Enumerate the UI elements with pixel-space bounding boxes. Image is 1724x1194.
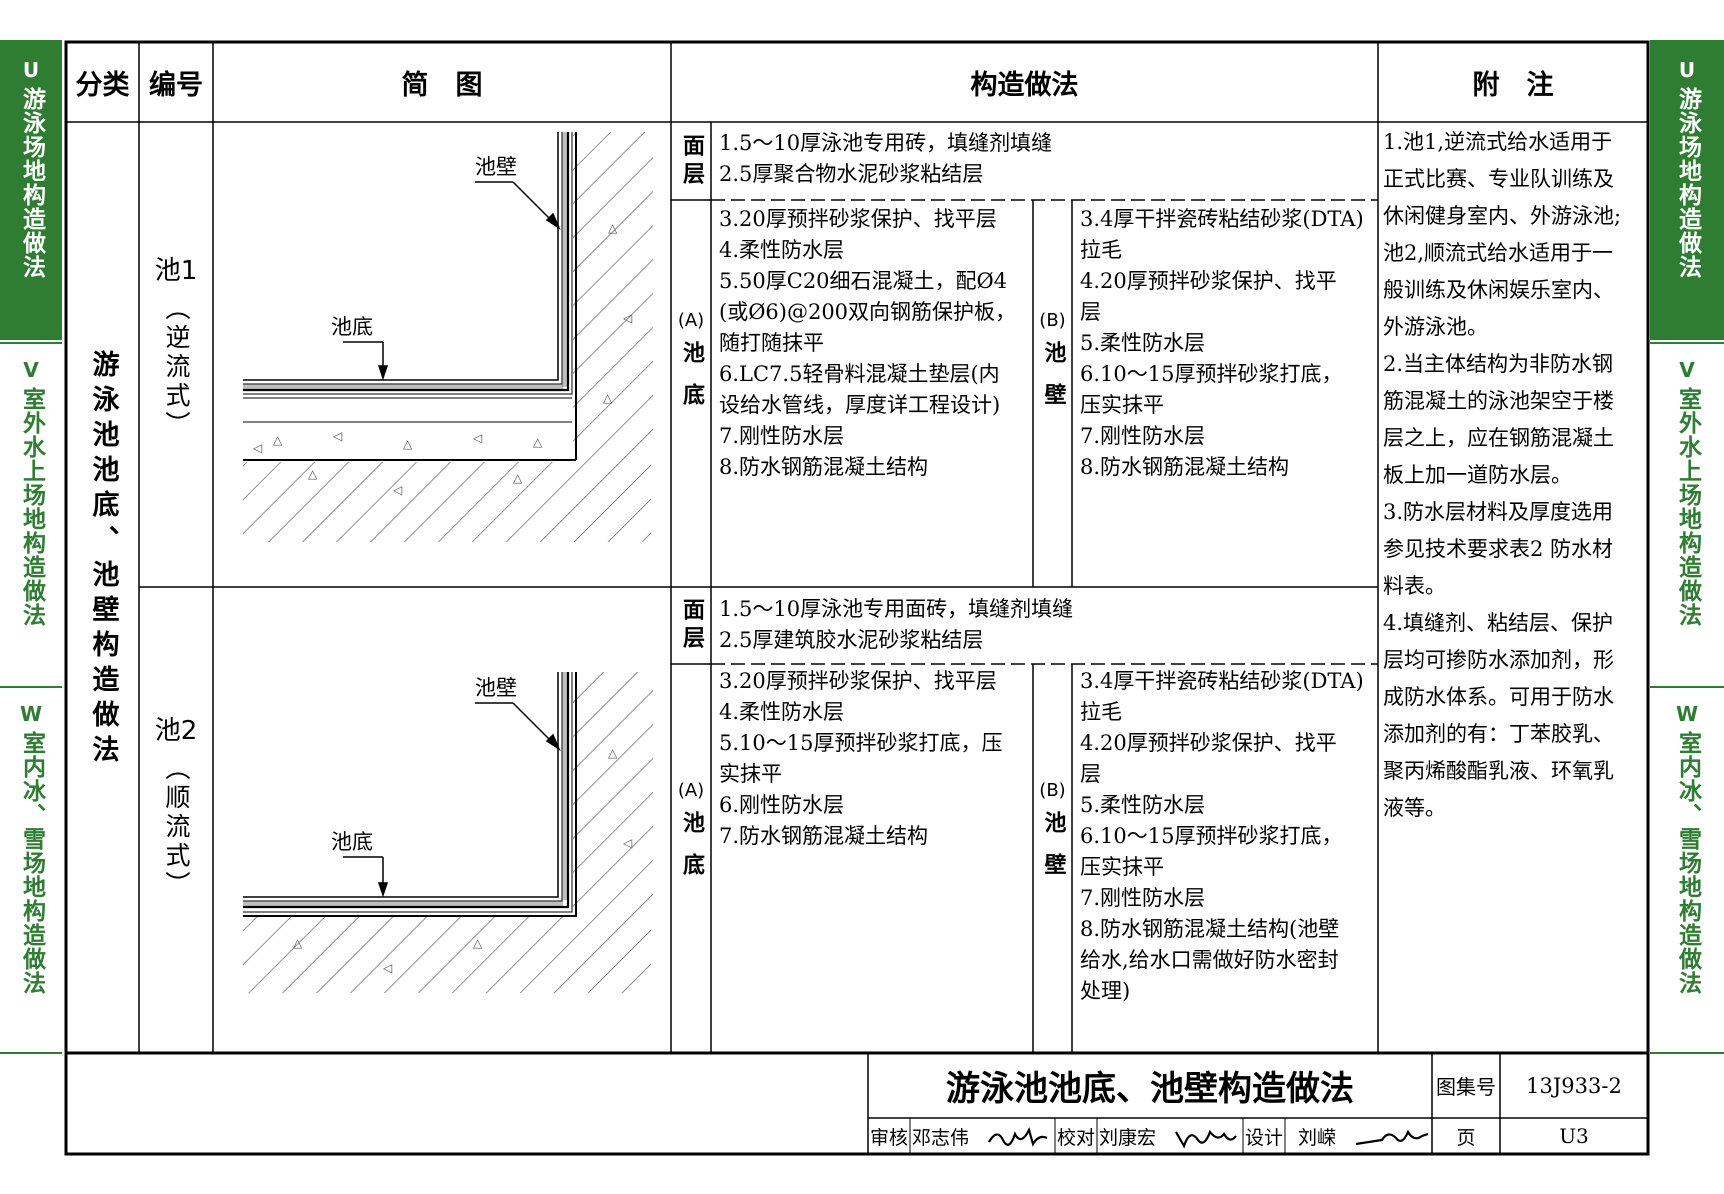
svg-text:◁: ◁ xyxy=(622,311,632,325)
row1-b-tag: (B) xyxy=(1039,310,1066,331)
surface-label: 面层 xyxy=(679,598,704,654)
checker-signature xyxy=(1175,1129,1237,1149)
side-tab-w-right[interactable]: W 室内冰、雪场地构造做法 xyxy=(1650,686,1724,1054)
surface-label: 面层 xyxy=(679,134,704,190)
review-label: 审核 xyxy=(869,1126,908,1149)
svg-text:△: △ xyxy=(273,433,283,447)
row1-a-label-cell: (A) 池底 xyxy=(671,310,711,425)
side-tab-label: 室外水上场地构造做法 xyxy=(18,387,45,627)
row1-b-text: 3.4厚干拌瓷砖粘结砂浆(DTA) 拉毛 4.20厚预拌砂浆保护、找平 层 5.… xyxy=(1080,207,1364,479)
sketch-pool2: △ ◁ △ △ ◁ 池底 池壁 xyxy=(243,672,653,993)
side-tab-letter: W xyxy=(19,702,43,726)
row1-surface-label: 面层 xyxy=(671,134,711,190)
row2-b-text: 3.4厚干拌瓷砖粘结砂浆(DTA) 拉毛 4.20厚预拌砂浆保护、找平 层 5.… xyxy=(1080,669,1364,1003)
check-label: 校对 xyxy=(1056,1126,1095,1149)
svg-text:◁: ◁ xyxy=(332,429,342,443)
svg-text:◁: ◁ xyxy=(392,483,402,497)
side-tab-label: 游泳场地构造做法 xyxy=(1674,87,1701,279)
row2-surface-text: 1.5～10厚泳池专用面砖，填缝剂填缝 2.5厚建筑胶水泥砂浆粘结层 xyxy=(719,597,1074,652)
row2-a-label-cell: (A) 池底 xyxy=(671,780,711,895)
row2-id: 池2 xyxy=(154,716,198,746)
header-sketch: 简 图 xyxy=(401,69,483,101)
side-tab-letter: V xyxy=(1679,358,1695,382)
svg-text:◁: ◁ xyxy=(252,441,262,455)
side-tab-u-right[interactable]: U 游泳场地构造做法 xyxy=(1650,40,1724,340)
row1-id: 池1 xyxy=(154,256,198,286)
side-tab-label: 室内冰、雪场地构造做法 xyxy=(1674,731,1701,995)
row2-type: （顺流式） xyxy=(162,755,191,900)
header-method: 构造做法 xyxy=(970,69,1079,101)
category-label: 游泳池池底、池壁构造做法 xyxy=(66,350,139,770)
side-tab-v-right[interactable]: V 室外水上场地构造做法 xyxy=(1650,342,1724,684)
row1-b-label: 池壁 xyxy=(1040,341,1066,425)
reviewer-name: 邓志伟 xyxy=(912,1126,970,1149)
svg-text:△: △ xyxy=(608,746,618,760)
row1-a-label: 池底 xyxy=(679,341,704,425)
row1-b-label-cell: (B) 池壁 xyxy=(1033,310,1072,425)
sketch-pool1: △ ◁ △ ◁ △ ◁ △ ◁ △ △ ◁ △ 池底 池壁 xyxy=(243,132,653,542)
page-number: U3 xyxy=(1559,1124,1589,1148)
row1-id-cell: 池1 （逆流式） xyxy=(139,250,213,440)
floor-label: 池底 xyxy=(331,315,373,339)
wall-label: 池壁 xyxy=(475,155,517,179)
row1-surface-text: 1.5～10厚泳池专用砖，填缝剂填缝 2.5厚聚合物水泥砂浆粘结层 xyxy=(719,131,1053,186)
row1-a-text: 3.20厚预拌砂浆保护、找平层 4.柔性防水层 5.50厚C20细石混凝土，配Ø… xyxy=(719,207,1017,479)
svg-text:△: △ xyxy=(293,936,303,950)
drawing-title: 游泳池池底、池壁构造做法 xyxy=(946,1069,1354,1109)
svg-text:△: △ xyxy=(308,467,318,481)
side-tab-letter: W xyxy=(1675,702,1699,726)
row2-a-text: 3.20厚预拌砂浆保护、找平层 4.柔性防水层 5.10～15厚预拌砂浆打底，压… xyxy=(719,669,1003,848)
svg-text:△: △ xyxy=(473,936,483,950)
side-tab-label: 室外水上场地构造做法 xyxy=(1674,387,1701,627)
row2-a-label: 池底 xyxy=(679,811,704,895)
side-tab-letter: U xyxy=(22,58,40,82)
notes-text: 1.池1,逆流式给水适用于 正式比赛、专业队训练及 休闲健身室内、外游泳池; 池… xyxy=(1383,130,1622,820)
header-category: 分类 xyxy=(75,69,130,101)
row2-id-cell: 池2 （顺流式） xyxy=(139,710,213,900)
designer-name: 刘嵘 xyxy=(1298,1126,1337,1149)
row2-b-label-cell: (B) 池壁 xyxy=(1033,780,1072,895)
svg-text:△: △ xyxy=(513,471,523,485)
svg-text:◁: ◁ xyxy=(472,431,482,445)
side-tab-label: 室内冰、雪场地构造做法 xyxy=(18,731,45,995)
design-label: 设计 xyxy=(1244,1126,1283,1149)
header-notes: 附 注 xyxy=(1472,69,1554,101)
svg-text:◁: ◁ xyxy=(622,836,632,850)
svg-text:△: △ xyxy=(533,435,543,449)
side-tab-letter: V xyxy=(23,358,39,382)
row2-surface-label: 面层 xyxy=(671,598,711,654)
category-text: 游泳池池底、池壁构造做法 xyxy=(87,350,119,770)
side-tab-v-left[interactable]: V 室外水上场地构造做法 xyxy=(0,342,62,684)
side-tab-label: 游泳场地构造做法 xyxy=(18,87,45,279)
row1-a-tag: (A) xyxy=(677,310,705,331)
atlas-label: 图集号 xyxy=(1436,1075,1496,1099)
side-tab-u-left[interactable]: U 游泳场地构造做法 xyxy=(0,40,62,340)
designer-signature xyxy=(1355,1129,1429,1146)
page-label: 页 xyxy=(1456,1126,1476,1149)
svg-text:△: △ xyxy=(603,391,613,405)
checker-name: 刘康宏 xyxy=(1099,1126,1157,1149)
wall-label: 池壁 xyxy=(475,676,517,700)
atlas-number: 13J933-2 xyxy=(1526,1073,1622,1098)
header-number: 编号 xyxy=(149,69,203,101)
row2-a-tag: (A) xyxy=(677,780,705,801)
svg-text:△: △ xyxy=(403,437,413,451)
floor-label: 池底 xyxy=(331,830,373,854)
svg-text:△: △ xyxy=(608,221,618,235)
row2-b-label: 池壁 xyxy=(1040,811,1066,895)
side-tab-letter: U xyxy=(1678,58,1696,82)
reviewer-signature xyxy=(988,1126,1048,1147)
svg-text:◁: ◁ xyxy=(382,961,392,975)
side-tab-w-left[interactable]: W 室内冰、雪场地构造做法 xyxy=(0,686,62,1054)
row1-type: （逆流式） xyxy=(162,295,191,440)
row2-b-tag: (B) xyxy=(1039,780,1066,801)
